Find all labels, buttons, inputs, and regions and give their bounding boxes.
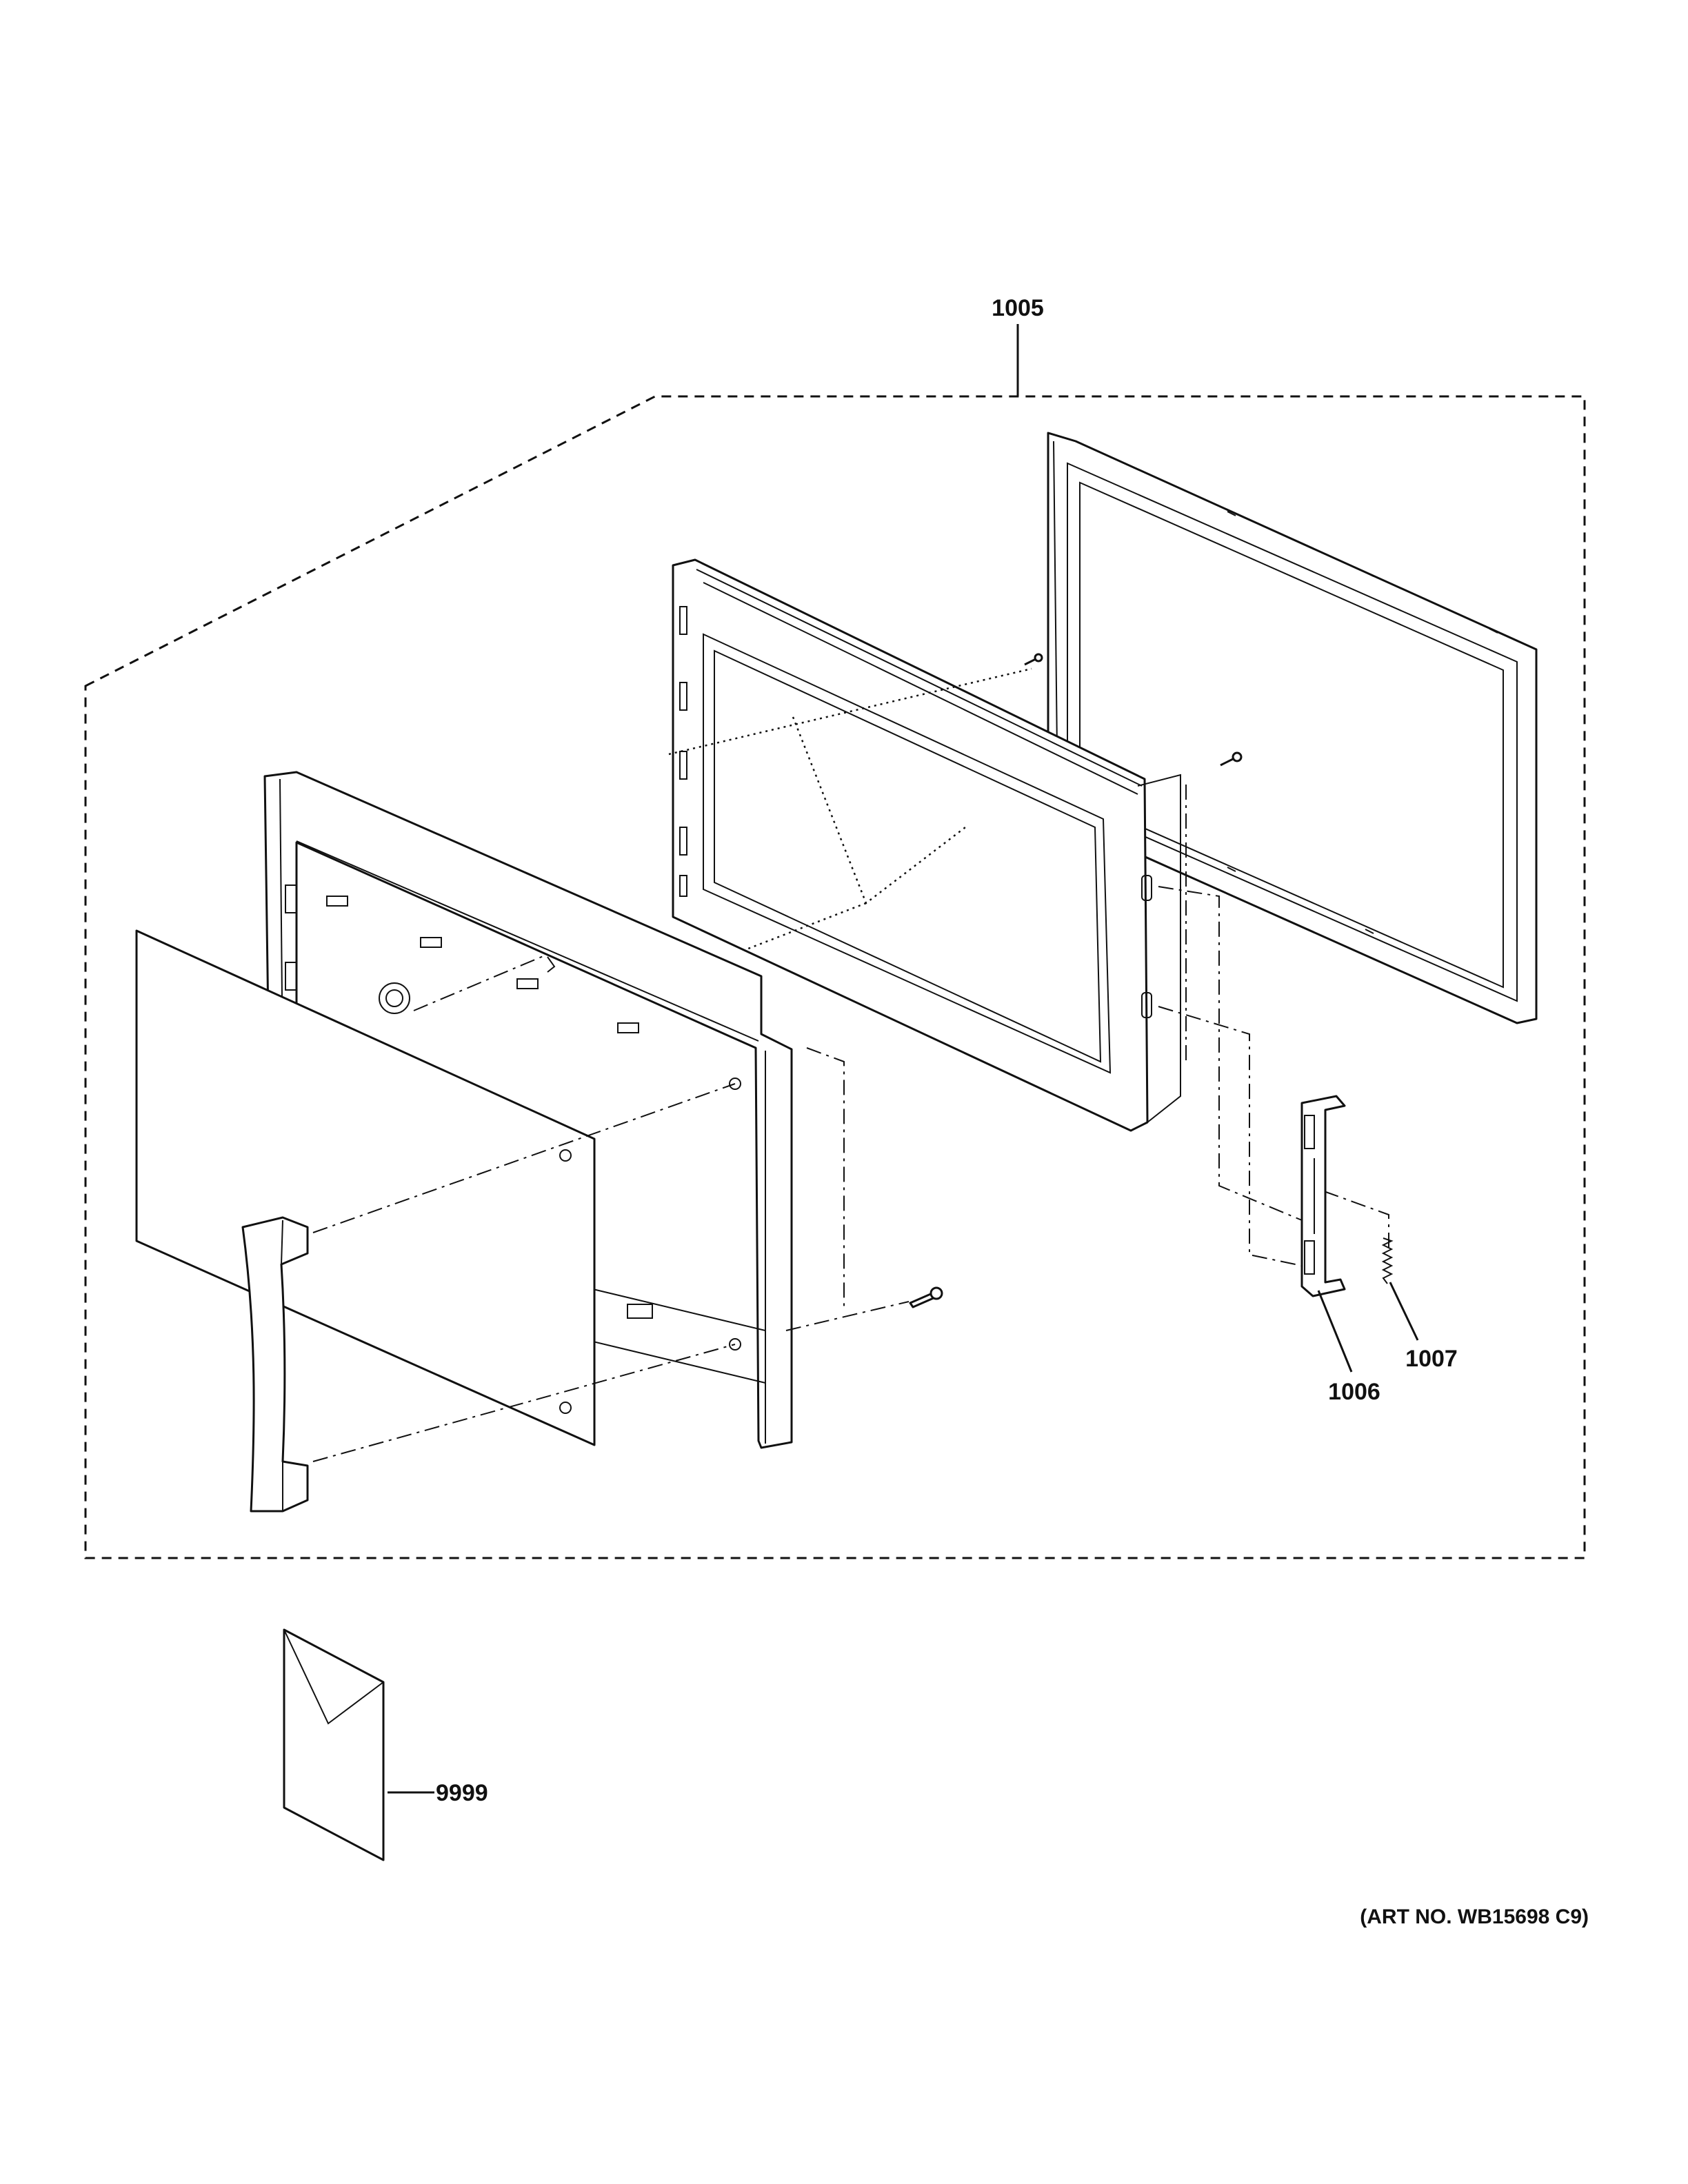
screw-front (909, 1286, 943, 1308)
callout-1005: 1005 (992, 295, 1044, 321)
literature-envelope (283, 1628, 434, 1861)
inner-door-panel (672, 558, 1181, 1132)
callout-leaders (1317, 1282, 1419, 1373)
top-edge-teeth (696, 569, 1143, 795)
door-assembly-boundary (84, 324, 1586, 1559)
screw-top (1024, 653, 1043, 666)
front-door-panel (135, 929, 741, 1446)
choke-frame (1047, 432, 1538, 1024)
callout-9999: 9999 (436, 1780, 488, 1806)
latch-spring (1381, 1237, 1394, 1284)
inner-panel-alignment-lines (668, 667, 1032, 951)
art-number: (ART NO. WB15698 C9) (1360, 1905, 1589, 1928)
door-handle (241, 1216, 309, 1513)
callout-1007: 1007 (1405, 1346, 1458, 1372)
callout-1006: 1006 (1328, 1379, 1380, 1405)
door-latch (1300, 1095, 1346, 1297)
front-alignment-lines (312, 955, 910, 1462)
screw-right (1220, 751, 1243, 767)
